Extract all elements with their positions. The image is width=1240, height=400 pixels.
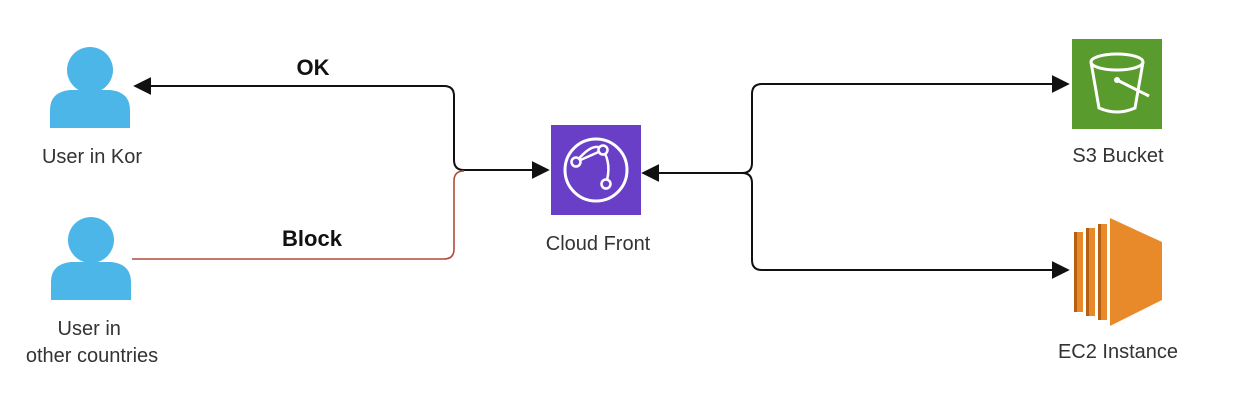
user-other-label: User in other countries [26, 318, 158, 367]
edge-block-label: Block [282, 226, 343, 251]
s3-bucket-icon [1072, 39, 1162, 129]
cloudfront-label: Cloud Front [546, 233, 651, 255]
user-other-label-line1: User in [58, 318, 121, 340]
cloudfront-node[interactable]: Cloud Front [546, 125, 651, 255]
s3-node[interactable]: S3 Bucket [1072, 39, 1164, 167]
edge-kor-cloudfront [133, 77, 550, 179]
user-icon [50, 47, 130, 128]
user-other-label-line2: other countries [26, 345, 158, 367]
ec2-label: EC2 Instance [1058, 341, 1178, 363]
ec2-instance-icon [1074, 218, 1162, 326]
cloudfront-icon [551, 125, 641, 215]
edge-cloudfront-s3 [641, 75, 1070, 182]
ec2-node[interactable]: EC2 Instance [1058, 218, 1178, 363]
user-icon [51, 217, 131, 300]
user-other-node[interactable]: User in other countries [26, 217, 158, 367]
user-kor-node[interactable]: User in Kor [42, 47, 142, 168]
s3-label: S3 Bucket [1072, 145, 1164, 167]
user-kor-label: User in Kor [42, 146, 142, 168]
edge-ok-label: OK [297, 55, 330, 80]
edge-cloudfront-ec2 [741, 172, 1070, 279]
edge-other-cloudfront [132, 170, 465, 260]
